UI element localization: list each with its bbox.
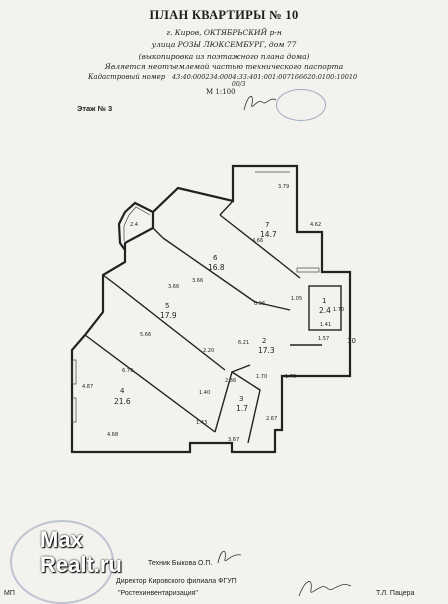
dimension-label: 2.67 [266,416,277,422]
room-4-area: 21.6 [114,397,131,406]
room-1-number: 1 [322,297,326,305]
dimension-label: 10 [347,337,356,345]
dimension-label: 6.79 [122,368,133,374]
dimension-label: 3.66 [192,278,203,284]
dimension-label: 1.76 [285,374,296,380]
room-2-number: 2 [262,337,266,345]
plan-bay-window [117,201,154,251]
watermark-line-1: Max [40,527,83,552]
watermark-line-2: Realt.ru [40,552,122,577]
dimension-label: 2.4 [130,222,138,228]
technician-signature [217,550,242,564]
mp-label: МП [4,590,15,597]
dimension-label: 1.05 [291,296,302,302]
dimension-label: 2.20 [203,348,214,354]
dimension-label: 2.36 [225,378,236,384]
stamp-seal [276,89,326,121]
address-city-line: г. Киров, ОКТЯБРЬСКИЙ р-н [166,28,282,37]
address-street-line: улица РОЗЫ ЛЮКСЕМБУРГ, дом 77 [151,40,297,49]
dimension-label: 5.66 [140,332,151,338]
director-signature [298,581,352,597]
dimension-label: 1.41 [320,322,331,328]
signature-top [243,96,277,111]
room-7-number: 7 [265,221,269,229]
technician-line: Техник Быкова О.П. [148,560,213,567]
room-7-area: 14.7 [260,230,277,239]
passport-part-note: Является неотъемлемой частью техническог… [104,62,344,71]
room-3-area: 1.7 [236,404,248,413]
dimension-label: 3.67 [228,437,239,443]
dimension-label: 4.66 [252,238,263,244]
room-3-number: 3 [239,395,243,403]
room-6-area: 16.8 [208,263,225,272]
room-5-number: 5 [165,302,169,310]
room-6-number: 6 [213,254,218,262]
room-2-area: 17.3 [258,346,275,355]
dimension-label: 4.87 [82,384,93,390]
dimension-label: 4.68 [107,432,118,438]
document-title: ПЛАН КВАРТИРЫ № 10 [149,8,299,22]
scale-label: М 1:100 [206,88,236,96]
room-1-area: 2.4 [319,306,331,315]
dimension-label: 0.96 [254,301,265,307]
director-line: Директор Кировского филиала ФГУП [116,578,237,585]
director-name: Т.Л. Пацера [376,590,415,597]
dimension-label: 1.43 [196,420,207,426]
dimension-label: 1.70 [256,374,267,380]
cadastral-number: 43:40:000234:0004:33:401:001:007166620:0… [172,73,358,81]
floor-label: Этаж № 3 [77,104,113,113]
dimension-label: 1.40 [199,390,210,396]
plan-outer-walls [70,164,352,454]
dimension-label: 3.66 [168,284,179,290]
dimension-label: 1.57 [318,336,329,342]
fraction-code: 00/3 [232,81,246,88]
dimension-label: 4.62 [310,222,321,228]
extract-note: (выкопировка из поэтажного плана дома) [138,52,310,61]
dimension-label: 3.79 [278,184,289,190]
dimension-label: 1.70 [333,307,344,313]
room-4-number: 4 [120,387,125,395]
room-5-area: 17.9 [160,311,177,320]
organization-line: "Ростехинвентаризация" [118,590,198,597]
dimension-label: 6.21 [238,340,249,346]
cadastral-label: Кадастровый номер [88,73,166,81]
